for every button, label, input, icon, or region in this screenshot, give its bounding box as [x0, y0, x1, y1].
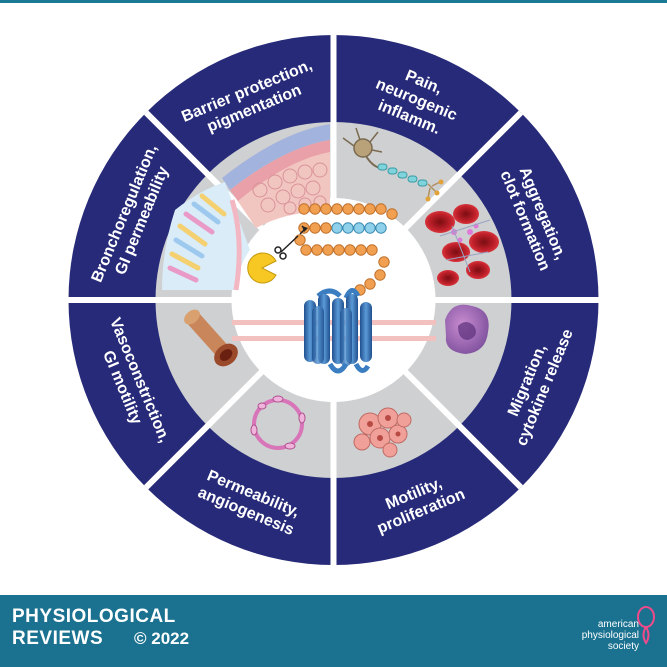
publisher-line2: physiological: [581, 630, 639, 641]
blood-cells-illustration: [425, 204, 499, 286]
amino-acid-bead: [320, 222, 332, 234]
amino-acid-bead: [378, 256, 390, 268]
publisher-line3: society: [607, 641, 639, 652]
amino-acid-bead: [375, 203, 387, 215]
amino-acid-bead: [353, 222, 365, 234]
amino-acid-bead: [309, 222, 321, 234]
amino-acid-bead: [294, 234, 306, 246]
receptor-helices: [304, 288, 372, 374]
amino-acid-bead: [331, 222, 343, 234]
scissors-icon: [274, 226, 308, 260]
neuron-illustration: [342, 127, 444, 202]
cell-cluster-illustration: [353, 407, 412, 458]
amino-acid-bead: [364, 278, 376, 290]
amino-acid-bead: [342, 222, 354, 234]
amino-acid-bead: [331, 203, 343, 215]
receptor-center: [232, 203, 436, 374]
protease-icon: [247, 252, 277, 284]
amino-acid-bead: [375, 222, 387, 234]
amino-acid-bead: [374, 269, 386, 281]
amino-acid-bead: [342, 203, 354, 215]
amino-acid-bead: [322, 244, 334, 256]
amino-acid-bead: [333, 244, 345, 256]
journal-name-line2: REVIEWS: [12, 628, 104, 649]
amino-acid-bead: [311, 244, 323, 256]
center-disc: [231, 198, 436, 402]
illustrations: [162, 124, 499, 458]
epithelium-illustration: [162, 182, 250, 291]
amino-acid-bead: [366, 244, 378, 256]
immune-cell-illustration: [445, 304, 489, 354]
amino-acid-bead: [320, 203, 332, 215]
amino-acid-bead: [309, 203, 321, 215]
amino-acid-bead: [364, 203, 376, 215]
skin-layers-illustration: [222, 124, 330, 228]
journal-footer: PHYSIOLOGICAL REVIEWS © 2022 american ph…: [0, 595, 667, 667]
amino-acid-bead: [298, 203, 310, 215]
amino-acid-bead: [355, 244, 367, 256]
publisher-line1: american: [597, 619, 639, 630]
amino-acid-bead: [364, 222, 376, 234]
vessel-ring-illustration: [250, 395, 306, 450]
amino-acid-bead: [344, 244, 356, 256]
top-rule: [0, 0, 667, 3]
journal-name-line1: PHYSIOLOGICAL: [12, 606, 176, 627]
blood-vessel-illustration: [184, 309, 238, 367]
copyright-text: © 2022: [134, 629, 190, 648]
n-terminal-chain: [294, 203, 398, 296]
amino-acid-bead: [300, 244, 312, 256]
amino-acid-bead: [353, 203, 365, 215]
publisher-logo-icon: [637, 606, 655, 645]
amino-acid-bead: [386, 208, 398, 220]
